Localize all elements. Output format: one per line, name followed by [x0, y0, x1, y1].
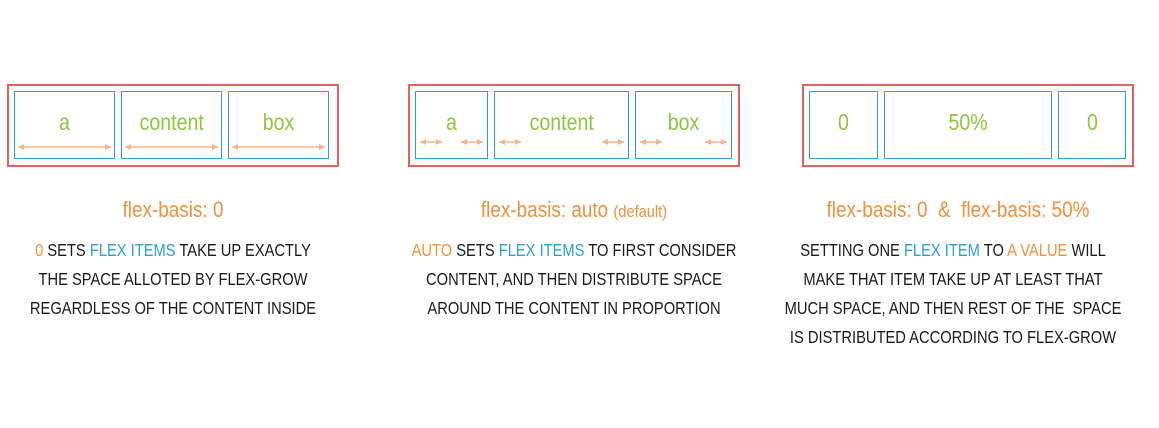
space-arrow-icon — [640, 139, 662, 145]
desc-line-2: THE SPACE ALLOTED BY FLEX-GROW — [38, 269, 308, 289]
keyword-flex-items: FLEX ITEMS — [89, 240, 176, 260]
caption-title-default: (default) — [613, 202, 668, 221]
width-arrow-icon — [125, 144, 218, 150]
flex-item-box: box — [635, 91, 732, 159]
flex-item-label: 50% — [948, 108, 988, 135]
flex-item-label: content — [139, 108, 204, 135]
caption-description: AUTO SETS FLEX ITEMS TO FIRST CONSIDER C… — [406, 236, 742, 323]
desc-text: TO FIRST CONSIDER — [584, 240, 737, 260]
desc-line-3: MUCH SPACE, AND THEN REST OF THE SPACE — [784, 298, 1122, 318]
desc-line-1: AUTO SETS FLEX ITEMS TO FIRST CONSIDER — [406, 236, 742, 265]
flex-item-label: a — [59, 108, 70, 135]
flex-item-label: a — [446, 108, 457, 135]
caption-description: SETTING ONE FLEX ITEM TO A VALUE WILL MA… — [768, 236, 1138, 352]
caption-title: flex-basis: auto (default) — [454, 197, 695, 223]
width-arrow-icon — [18, 144, 111, 150]
flex-item-box: box — [228, 91, 329, 159]
flex-item-label: box — [262, 108, 295, 135]
desc-line-3: REGARDLESS OF THE CONTENT INSIDE — [29, 298, 317, 318]
desc-text: SETS — [43, 240, 90, 260]
flex-item-zero: 0 — [809, 91, 878, 159]
keyword-a-value: A VALUE — [1007, 240, 1068, 260]
space-arrow-icon — [602, 139, 624, 145]
desc-line-4: IS DISTRIBUTED ACCORDING TO FLEX-GROW — [789, 327, 1117, 347]
desc-text: SETS — [452, 240, 499, 260]
desc-text: SETTING ONE — [800, 240, 904, 260]
caption-description: 0 SETS FLEX ITEMS TAKE UP EXACTLY THE SP… — [5, 236, 341, 323]
space-arrow-icon — [461, 139, 483, 145]
desc-line-2: CONTENT, AND THEN DISTRIBUTE SPACE — [426, 269, 722, 289]
flex-container-basis-auto — [408, 84, 740, 167]
flex-item-label: 0 — [1086, 108, 1098, 135]
desc-line-1: SETTING ONE FLEX ITEM TO A VALUE WILL — [768, 236, 1138, 265]
caption-title: flex-basis: 0 & flex-basis: 50% — [812, 197, 1104, 223]
keyword-flex-items: FLEX ITEMS — [498, 240, 585, 260]
space-arrow-icon — [499, 139, 521, 145]
flex-item-content: content — [494, 91, 629, 159]
flex-item-label: content — [529, 108, 594, 135]
space-arrow-icon — [705, 139, 727, 145]
desc-text: TO — [979, 240, 1008, 260]
flex-container-basis-0 — [7, 84, 339, 167]
desc-text: TAKE UP EXACTLY — [175, 240, 311, 260]
width-arrow-icon — [232, 144, 325, 150]
flex-item-zero: 0 — [1058, 91, 1126, 159]
flex-item-fifty-percent: 50% — [884, 91, 1052, 159]
desc-line-2: MAKE THAT ITEM TAKE UP AT LEAST THAT — [803, 269, 1103, 289]
desc-text: WILL — [1067, 240, 1106, 260]
caption-title-text: flex-basis: auto — [480, 197, 609, 222]
keyword-value: AUTO — [411, 240, 453, 260]
desc-line-3: AROUND THE CONTENT IN PROPORTION — [427, 298, 721, 318]
space-arrow-icon — [420, 139, 442, 145]
flex-item-a: a — [14, 91, 115, 159]
caption-title-text: flex-basis: 0 — [122, 197, 224, 222]
flex-item-content: content — [121, 91, 222, 159]
caption-title-text: flex-basis: 0 & flex-basis: 50% — [826, 197, 1090, 222]
keyword-flex-item: FLEX ITEM — [903, 240, 980, 260]
flex-item-a: a — [415, 91, 488, 159]
desc-line-1: 0 SETS FLEX ITEMS TAKE UP EXACTLY — [5, 236, 341, 265]
flex-item-label: 0 — [838, 108, 849, 135]
keyword-value: 0 — [35, 240, 44, 260]
flex-container-basis-mixed — [802, 84, 1134, 167]
flex-item-label: box — [667, 108, 700, 135]
caption-title: flex-basis: 0 — [70, 197, 276, 223]
